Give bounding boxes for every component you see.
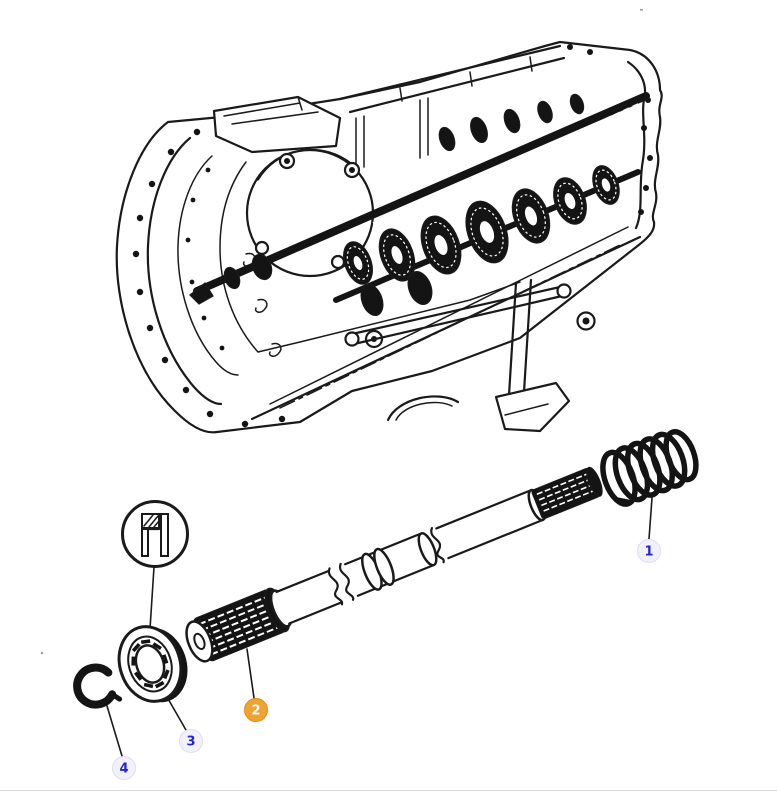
callout-4[interactable]: 4 [112, 756, 136, 780]
flange-bolt-holes-right [567, 44, 653, 215]
callout-2[interactable]: 2 [244, 698, 268, 722]
leader-line-4 [106, 705, 123, 757]
callout-2-label: 2 [251, 704, 260, 719]
gearbox-assembly-illustration [40, 9, 663, 655]
leader-line-1 [648, 497, 653, 540]
callout-3-label: 3 [186, 735, 195, 750]
callout-1[interactable]: 1 [637, 539, 661, 563]
callout-4-label: 4 [119, 762, 128, 777]
part-coil-spring[interactable] [597, 426, 703, 509]
part-roller-bearing[interactable] [110, 617, 197, 713]
flange-bolt-holes-left [132, 128, 286, 428]
callout-1-label: 1 [644, 545, 653, 560]
footer-rule [0, 790, 777, 791]
gear-cluster [343, 93, 620, 317]
part-snap-ring[interactable] [73, 663, 123, 709]
callout-3-badge [179, 729, 203, 753]
callout-1-badge [637, 539, 661, 563]
bearing-rollers [131, 639, 170, 689]
part-splined-gear-shaft[interactable] [181, 458, 609, 666]
print-speck [640, 9, 643, 11]
bearing-cross-section-icon [140, 513, 169, 557]
support-bracket [344, 278, 596, 433]
callout-2-badge [244, 698, 268, 722]
callout-3[interactable]: 3 [179, 729, 203, 753]
print-speck [40, 651, 44, 655]
leader-line-3 [166, 696, 187, 731]
leader-line-2 [246, 648, 255, 699]
callout-4-badge [112, 756, 136, 780]
detail-lens [121, 500, 189, 630]
